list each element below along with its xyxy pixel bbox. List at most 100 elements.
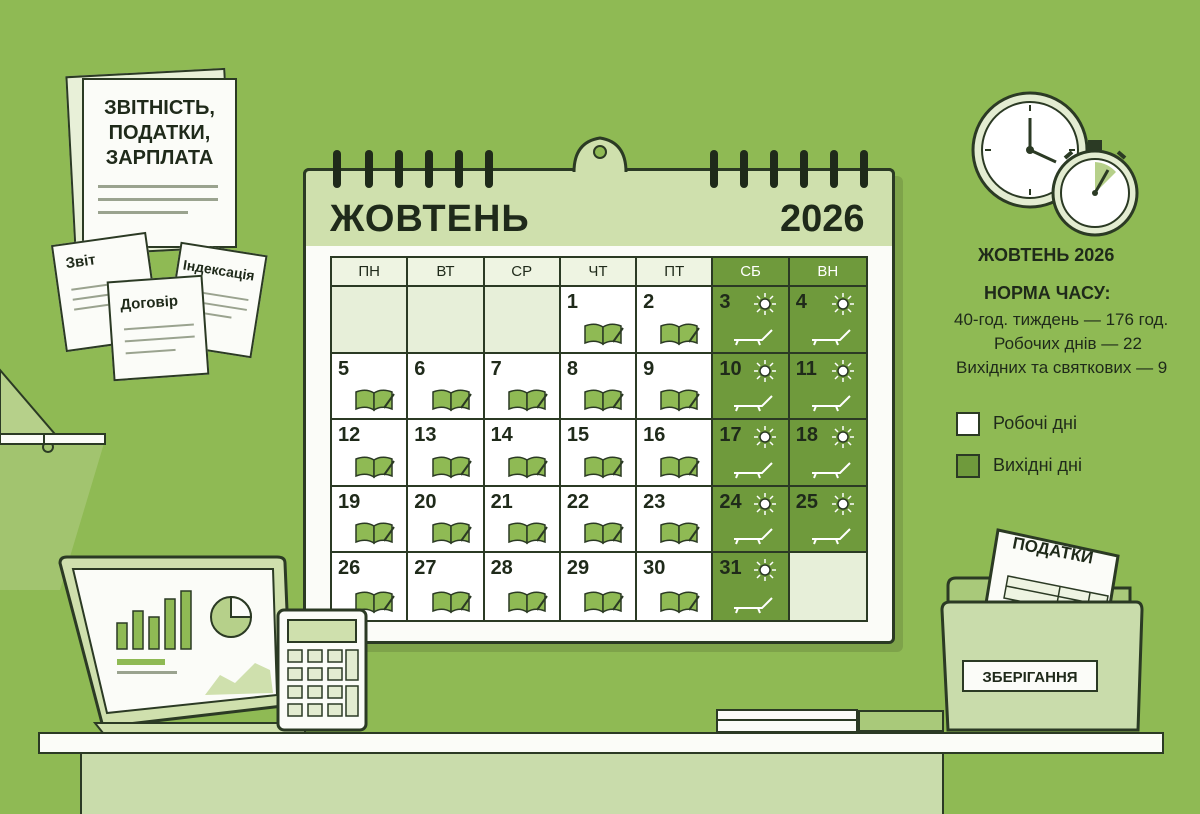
paper-contract: Договір: [106, 274, 210, 382]
day-number: 27: [414, 557, 437, 580]
clock-icon: [971, 91, 1139, 237]
calculator-icon: [276, 608, 368, 732]
day-number: 10: [719, 357, 742, 380]
day-number: 6: [414, 357, 426, 380]
lounge-chair-icon: [733, 328, 773, 345]
calendar-day-cell: 10: [713, 353, 790, 421]
day-number: 29: [566, 557, 590, 580]
desk-base: [80, 754, 944, 814]
book-pen-icon: [508, 456, 548, 479]
day-number: 25: [795, 490, 818, 513]
calendar-day-cell: 22: [560, 486, 638, 554]
day-number: 9: [643, 357, 655, 380]
calendar-day-cell: 11: [789, 353, 866, 421]
lounge-chair-icon: [733, 528, 773, 545]
day-number: 21: [490, 490, 513, 513]
calendar-day-cell: 9: [637, 353, 714, 421]
calendar-day-cell: 14: [484, 420, 561, 487]
weekday-header: ВТ: [408, 258, 485, 287]
day-number: 11: [795, 357, 817, 380]
storage-label: ЗБЕРІГАННЯ: [962, 660, 1098, 692]
legend-workdays-label: Робочі дні: [993, 413, 1077, 433]
lounge-chair-icon: [811, 462, 851, 479]
sun-icon: [831, 492, 854, 515]
calendar-day-cell: 16: [637, 420, 714, 487]
day-number: 5: [338, 357, 350, 380]
sun-icon: [831, 426, 854, 449]
day-number: 3: [719, 291, 731, 313]
calendar-empty-cell: [789, 553, 866, 620]
calendar-empty-cell: [484, 287, 561, 354]
book-pen-icon: [508, 389, 548, 412]
calendar-day-cell: 24: [713, 486, 790, 554]
weekday-header: ВН: [789, 258, 866, 287]
weekday-header: ПТ: [637, 258, 714, 287]
calendar-day-cell: 6: [408, 353, 485, 421]
day-number: 20: [414, 490, 437, 513]
legend-workdays-swatch: [956, 412, 980, 436]
book-pen-icon: [584, 456, 624, 479]
day-number: 18: [795, 424, 818, 447]
day-number: 28: [490, 557, 513, 580]
paper-report-title: Звіт: [64, 251, 97, 273]
book-pen-icon: [431, 389, 472, 412]
calendar-day-cell: 8: [560, 353, 638, 421]
sun-icon: [831, 293, 854, 315]
book-pen-icon: [355, 522, 396, 545]
day-number: 2: [643, 291, 655, 313]
calendar-day-cell: 15: [560, 420, 638, 487]
side-title: ЖОВТЕНЬ 2026: [978, 245, 1115, 265]
norm-heading: НОРМА ЧАСУ:: [984, 283, 1111, 303]
calendar-day-cell: 3: [713, 287, 790, 354]
sun-icon: [753, 559, 776, 582]
calendar-day-cell: 30: [637, 553, 714, 620]
book-pen-icon: [660, 323, 701, 345]
calendar-day-cell: 29: [560, 553, 638, 620]
sun-icon: [753, 359, 776, 382]
book-pen-icon: [355, 591, 396, 614]
day-number: 15: [566, 424, 590, 447]
book-pen-icon: [660, 522, 701, 545]
book-pen-icon: [355, 456, 396, 479]
book-pen-icon: [431, 456, 472, 479]
weekday-header: ЧТ: [560, 258, 638, 287]
stopwatch-icon: [1051, 140, 1139, 237]
book-pen-icon: [584, 389, 624, 412]
lounge-chair-icon: [811, 528, 851, 545]
day-number: 30: [643, 557, 666, 580]
calendar-year: 2026: [780, 198, 865, 240]
paper-contract-title: Договір: [119, 292, 179, 314]
day-number: 1: [566, 291, 578, 313]
paper-stack: [716, 709, 858, 733]
lamp-illustration: [0, 368, 106, 590]
lounge-chair-icon: [733, 462, 773, 479]
calendar-day-cell: 25: [789, 486, 866, 554]
calendar-empty-cell: [332, 287, 409, 354]
day-number: 4: [795, 291, 807, 313]
calendar-day-cell: 27: [408, 553, 485, 620]
calendar-day-cell: 19: [332, 486, 409, 554]
day-number: 24: [719, 490, 742, 513]
book-pen-icon: [355, 389, 396, 412]
weekday-header: ПН: [332, 258, 409, 287]
lounge-chair-icon: [733, 395, 773, 412]
calendar-day-cell: 21: [484, 486, 561, 554]
calendar-day-cell: 1: [560, 287, 638, 354]
norm-hours: 40-год. тиждень — 176 год.: [954, 310, 1169, 329]
book-pen-icon: [660, 591, 701, 614]
book-pen-icon: [431, 522, 472, 545]
laptop-icon: [58, 555, 306, 734]
book-pen-icon: [508, 522, 548, 545]
book-pen-icon: [584, 591, 624, 614]
calendar-day-cell: 13: [408, 420, 485, 487]
sun-icon: [753, 293, 776, 315]
weekday-header: СР: [484, 258, 561, 287]
norm-workdays: Робочих днів — 22: [994, 334, 1142, 353]
sun-icon: [753, 426, 776, 449]
calendar-month-title: ЖОВТЕНЬ: [330, 198, 530, 240]
lounge-chair-icon: [811, 328, 851, 345]
calendar-day-cell: 26: [332, 553, 409, 620]
day-number: 26: [338, 557, 361, 580]
day-number: 23: [643, 490, 666, 513]
